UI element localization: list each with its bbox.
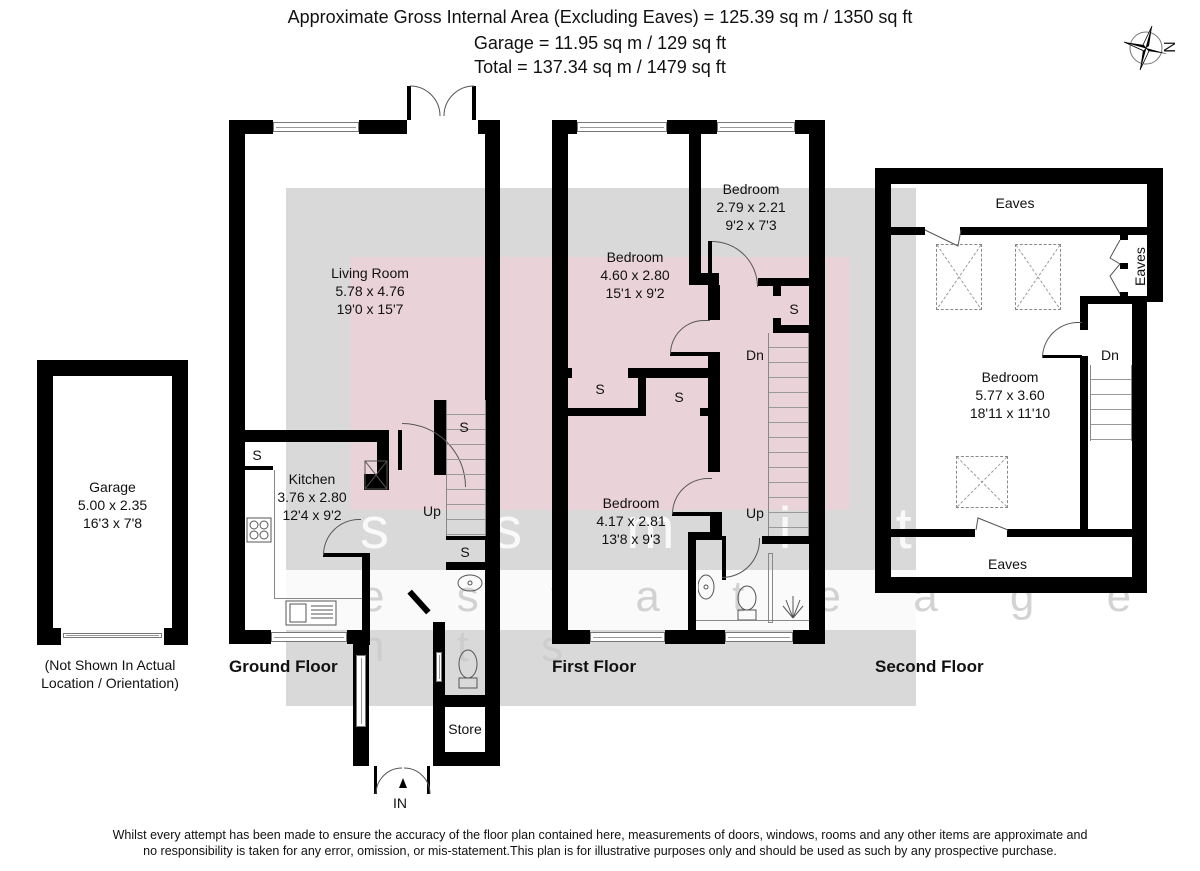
total-area-line: Total = 137.34 sq m / 1479 sq ft	[474, 57, 726, 77]
skylight	[956, 456, 1008, 508]
eaves-hatch-icon	[924, 229, 962, 247]
window	[271, 632, 347, 642]
compass-rose-icon	[1123, 25, 1168, 71]
stairs-up-label: Up	[746, 505, 764, 521]
first-floor-title: First Floor	[552, 657, 637, 676]
window	[577, 122, 667, 132]
stairs-down-label: Dn	[746, 347, 764, 363]
skylight	[936, 244, 982, 310]
window	[436, 652, 442, 682]
toilet-icon	[737, 585, 757, 621]
second-floor-title: Second Floor	[875, 657, 984, 676]
north-label: N	[1159, 41, 1177, 53]
cupboard-label: S	[674, 389, 684, 405]
under-stair-store-label: S	[459, 419, 469, 435]
window	[590, 632, 665, 642]
store-label: Store	[448, 721, 482, 737]
basin-icon	[457, 574, 483, 592]
basin-icon	[698, 574, 715, 600]
entrance-doors-icon	[375, 767, 431, 795]
disclaimer-line-2: no responsibility is taken for any error…	[143, 844, 1057, 858]
eaves-hatch-icon	[1109, 239, 1121, 295]
kitchen-store-label: S	[252, 447, 262, 463]
eaves-top-label: Eaves	[995, 195, 1035, 211]
hob-icon	[246, 517, 272, 543]
garage-area-line: Garage = 11.95 sq m / 129 sq ft	[473, 33, 727, 53]
eaves-hatch-icon	[975, 517, 1009, 531]
wardrobe-label: S	[595, 381, 605, 397]
staircase	[768, 333, 809, 538]
shower-screen	[768, 553, 773, 623]
staircase	[1090, 365, 1132, 441]
eaves-bottom-label: Eaves	[988, 556, 1027, 572]
appliance-icon	[364, 460, 388, 490]
window	[725, 632, 793, 642]
disclaimer-line-1: Whilst every attempt has been made to en…	[112, 828, 1088, 842]
sink-icon	[285, 600, 337, 626]
ground-floor-title: Ground Floor	[229, 657, 338, 676]
staircase	[446, 400, 486, 538]
garage-door	[63, 633, 162, 638]
french-doors-icon	[409, 85, 475, 117]
toilet-icon	[458, 649, 478, 689]
eaves-side-label: Eaves	[1132, 247, 1148, 286]
window	[717, 122, 795, 132]
stairs-up-label: Up	[423, 503, 441, 519]
compass: N	[1118, 20, 1178, 76]
hall-store-label: S	[460, 544, 470, 560]
gross-area-line: Approximate Gross Internal Area (Excludi…	[287, 7, 913, 27]
window	[273, 122, 359, 132]
door-swing	[1042, 322, 1082, 358]
entrance-label: IN	[393, 795, 407, 811]
shower-icon	[782, 596, 804, 619]
window	[356, 655, 366, 727]
store-label: S	[789, 301, 799, 317]
stairs-down-label: Dn	[1101, 347, 1119, 363]
skylight	[1015, 244, 1061, 310]
